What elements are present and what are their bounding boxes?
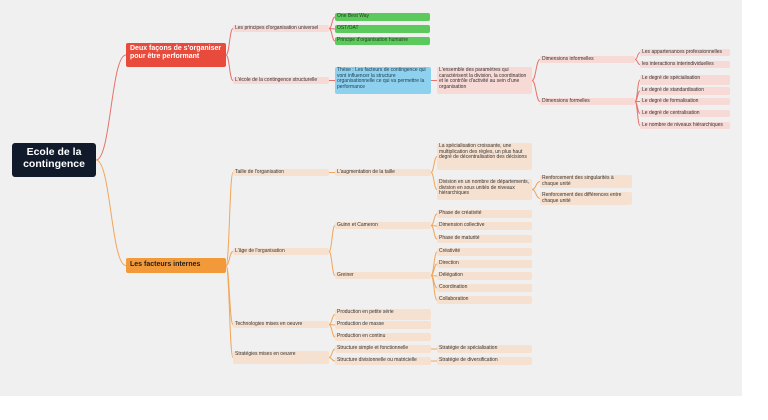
node-delegation[interactable]: Délégation: [437, 272, 532, 280]
mindmap-canvas[interactable]: Ecole de la contingence Deux façons de s…: [0, 0, 742, 396]
node-thesis[interactable]: Thèse : Les facteurs de contingence qui …: [335, 67, 431, 94]
node-department-division[interactable]: Division en un nombre de départements, d…: [437, 179, 532, 200]
connector-lines: [95, 16, 641, 362]
connector-23: [430, 156, 438, 173]
node-informal-dimensions[interactable]: Dimensions informelles: [540, 56, 635, 63]
node-ost-oat[interactable]: OST/OAT: [335, 25, 430, 33]
node-strategies[interactable]: Stratégies mises en oeuvre: [233, 351, 329, 364]
node-mass-production[interactable]: Production de masse: [335, 321, 431, 329]
connector-18: [225, 172, 234, 266]
root-node[interactable]: Ecole de la contingence: [12, 143, 96, 177]
connector-27: [328, 225, 336, 252]
connector-17: [634, 101, 641, 126]
node-maturity-phase[interactable]: Phase de maturité: [437, 235, 532, 243]
connector-3: [225, 54, 234, 81]
connector-21: [225, 265, 234, 358]
node-structural-contingency[interactable]: L'école de la contingence structurelle: [233, 77, 329, 84]
branch-two-ways[interactable]: Deux façons de s'organiser pour être per…: [126, 43, 226, 67]
node-simple-structure[interactable]: Structure simple et fonctionnelle: [335, 345, 431, 353]
node-hierarchy-levels[interactable]: Le nombre de niveaux hiérarchiques: [640, 122, 730, 129]
node-greiner[interactable]: Greiner: [335, 272, 431, 279]
connector-36: [430, 275, 438, 301]
node-specialisation-strategy[interactable]: Stratégie de spécialisation: [437, 345, 532, 353]
node-diversification-strategy[interactable]: Stratégie de diversification: [437, 357, 532, 365]
node-parameters-definition[interactable]: L'ensemble des paramètres qui caractéris…: [437, 67, 532, 94]
node-technologies[interactable]: Technologies mises en oeuvre: [233, 321, 329, 328]
node-human-organisation[interactable]: Principe d'organisation humaine: [335, 37, 430, 45]
connector-26: [531, 189, 541, 199]
connector-10: [531, 80, 541, 102]
node-unit-singularities[interactable]: Renforcement des singularités à chaque u…: [540, 175, 632, 188]
connector-19: [225, 251, 234, 266]
node-collaboration[interactable]: Collaboration: [437, 296, 532, 304]
node-organisation-size[interactable]: Taille de l'organisation: [233, 169, 329, 176]
node-divisional-structure[interactable]: Structure divisionnelle ou matricielle: [335, 357, 431, 365]
node-size-increase[interactable]: L'augmentation de la taille: [335, 169, 431, 176]
connector-24: [430, 172, 438, 190]
node-small-batch[interactable]: Production en petite série: [335, 309, 431, 320]
node-formal-dimensions[interactable]: Dimensions formelles: [540, 98, 635, 105]
node-creativity[interactable]: Créativité: [437, 248, 532, 256]
connector-6: [328, 28, 336, 42]
connector-28: [328, 251, 336, 276]
node-centralisation-degree[interactable]: Le degré de centralisation: [640, 110, 730, 117]
node-one-best-way[interactable]: One Best Way: [335, 13, 430, 21]
connector-2: [225, 28, 234, 56]
connector-31: [430, 225, 438, 240]
node-coordination[interactable]: Coordination: [437, 284, 532, 292]
node-continuous-production[interactable]: Production en continu: [335, 333, 431, 341]
connector-39: [328, 324, 336, 338]
node-creativity-phase[interactable]: Phase de créativité: [437, 210, 532, 218]
node-unit-differences[interactable]: Renforcement des différences entre chaqu…: [540, 192, 632, 205]
connector-41: [328, 357, 336, 362]
node-professional-belonging[interactable]: Les appartenances professionnelles: [640, 49, 730, 56]
connector-1: [95, 159, 127, 266]
node-specialisation-degree[interactable]: Le degré de spécialisation: [640, 75, 730, 85]
node-direction[interactable]: Direction: [437, 260, 532, 268]
node-organisation-age[interactable]: L'âge de l'organisation: [233, 248, 329, 255]
node-growing-specialisation[interactable]: La spécialisation croissante, une multip…: [437, 143, 532, 170]
node-interpersonal-interactions[interactable]: les interactions interindividuelles: [640, 61, 730, 68]
connector-9: [531, 59, 541, 81]
branch-internal-factors[interactable]: Les facteurs internes: [126, 258, 226, 273]
connector-0: [95, 54, 127, 161]
connector-25: [531, 181, 541, 190]
node-universal-principles[interactable]: Les principes d'organisation universel: [233, 25, 329, 32]
node-guinn-cameron[interactable]: Guinn et Cameron: [335, 222, 431, 229]
node-collective-dimension[interactable]: Dimension collective: [437, 222, 532, 230]
node-formalisation-degree[interactable]: Le degré de formalisation: [640, 98, 730, 105]
connector-12: [634, 59, 641, 65]
node-standardisation-degree[interactable]: Le degré de standardisation: [640, 87, 730, 95]
